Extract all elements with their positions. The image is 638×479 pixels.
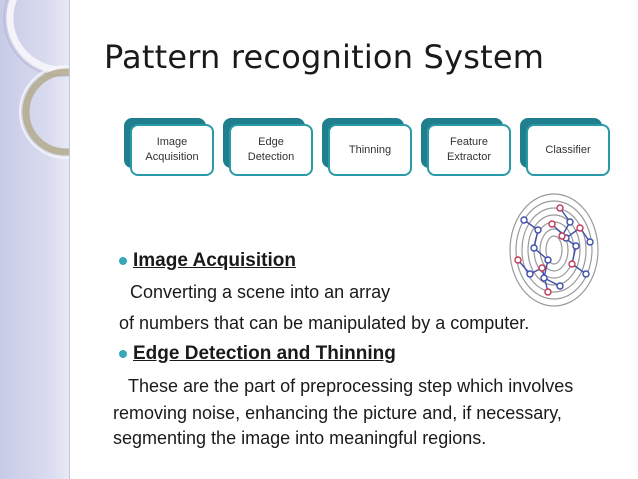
flow-step-label: Edge Detection	[248, 135, 294, 165]
bullet-icon	[119, 257, 127, 265]
flow-step-label: Feature Extractor	[447, 135, 491, 165]
section-heading-edge-detection: Edge Detection and Thinning	[133, 343, 396, 364]
flow-step-line1: Feature	[450, 136, 488, 148]
flow-step-box: Classifier	[526, 124, 610, 176]
section-body-line: segmenting the image into meaningful reg…	[113, 428, 487, 448]
flow-step-feature-extractor: Feature Extractor	[421, 118, 511, 176]
section-body-line: Converting a scene into an array	[130, 282, 391, 302]
flow-step-classifier: Classifier	[520, 118, 610, 176]
flow-step-label: Image Acquisition	[145, 135, 198, 165]
flow-step-line1: Image	[156, 136, 188, 148]
flow-step-line2: Acquisition	[145, 151, 199, 163]
flow-step-line2: Extractor	[446, 151, 491, 163]
section-body-line: These are the part of preprocessing step…	[128, 376, 574, 396]
flow-step-thinning: Thinning	[322, 118, 412, 176]
flow-step-box: Feature Extractor	[427, 124, 511, 176]
flow-step-line1: Classifier	[545, 143, 591, 156]
flow-step-image-acquisition: Image Acquisition	[124, 118, 214, 176]
section-body-line: removing noise, enhancing the picture an…	[113, 403, 562, 423]
decorative-rings-icon	[3, 0, 69, 159]
fingerprint-icon	[509, 193, 599, 307]
flow-step-box: Image Acquisition	[130, 124, 214, 176]
flow-step-box: Edge Detection	[229, 124, 313, 176]
left-decorative-strip	[0, 0, 70, 479]
flow-step-line2: Detection	[247, 151, 295, 163]
section-body-line: of numbers that can be manipulated by a …	[119, 313, 530, 333]
flow-step-line1: Edge	[258, 136, 284, 148]
section-heading-image-acquisition: Image Acquisition	[133, 250, 296, 271]
flow-step-line1: Thinning	[348, 143, 392, 156]
flow-step-box: Thinning	[328, 124, 412, 176]
bullet-icon	[119, 350, 127, 358]
flow-step-edge-detection: Edge Detection	[223, 118, 313, 176]
slide-title: Pattern recognition System	[104, 38, 545, 76]
process-flow: Image Acquisition Edge Detection Thinnin…	[0, 0, 638, 190]
